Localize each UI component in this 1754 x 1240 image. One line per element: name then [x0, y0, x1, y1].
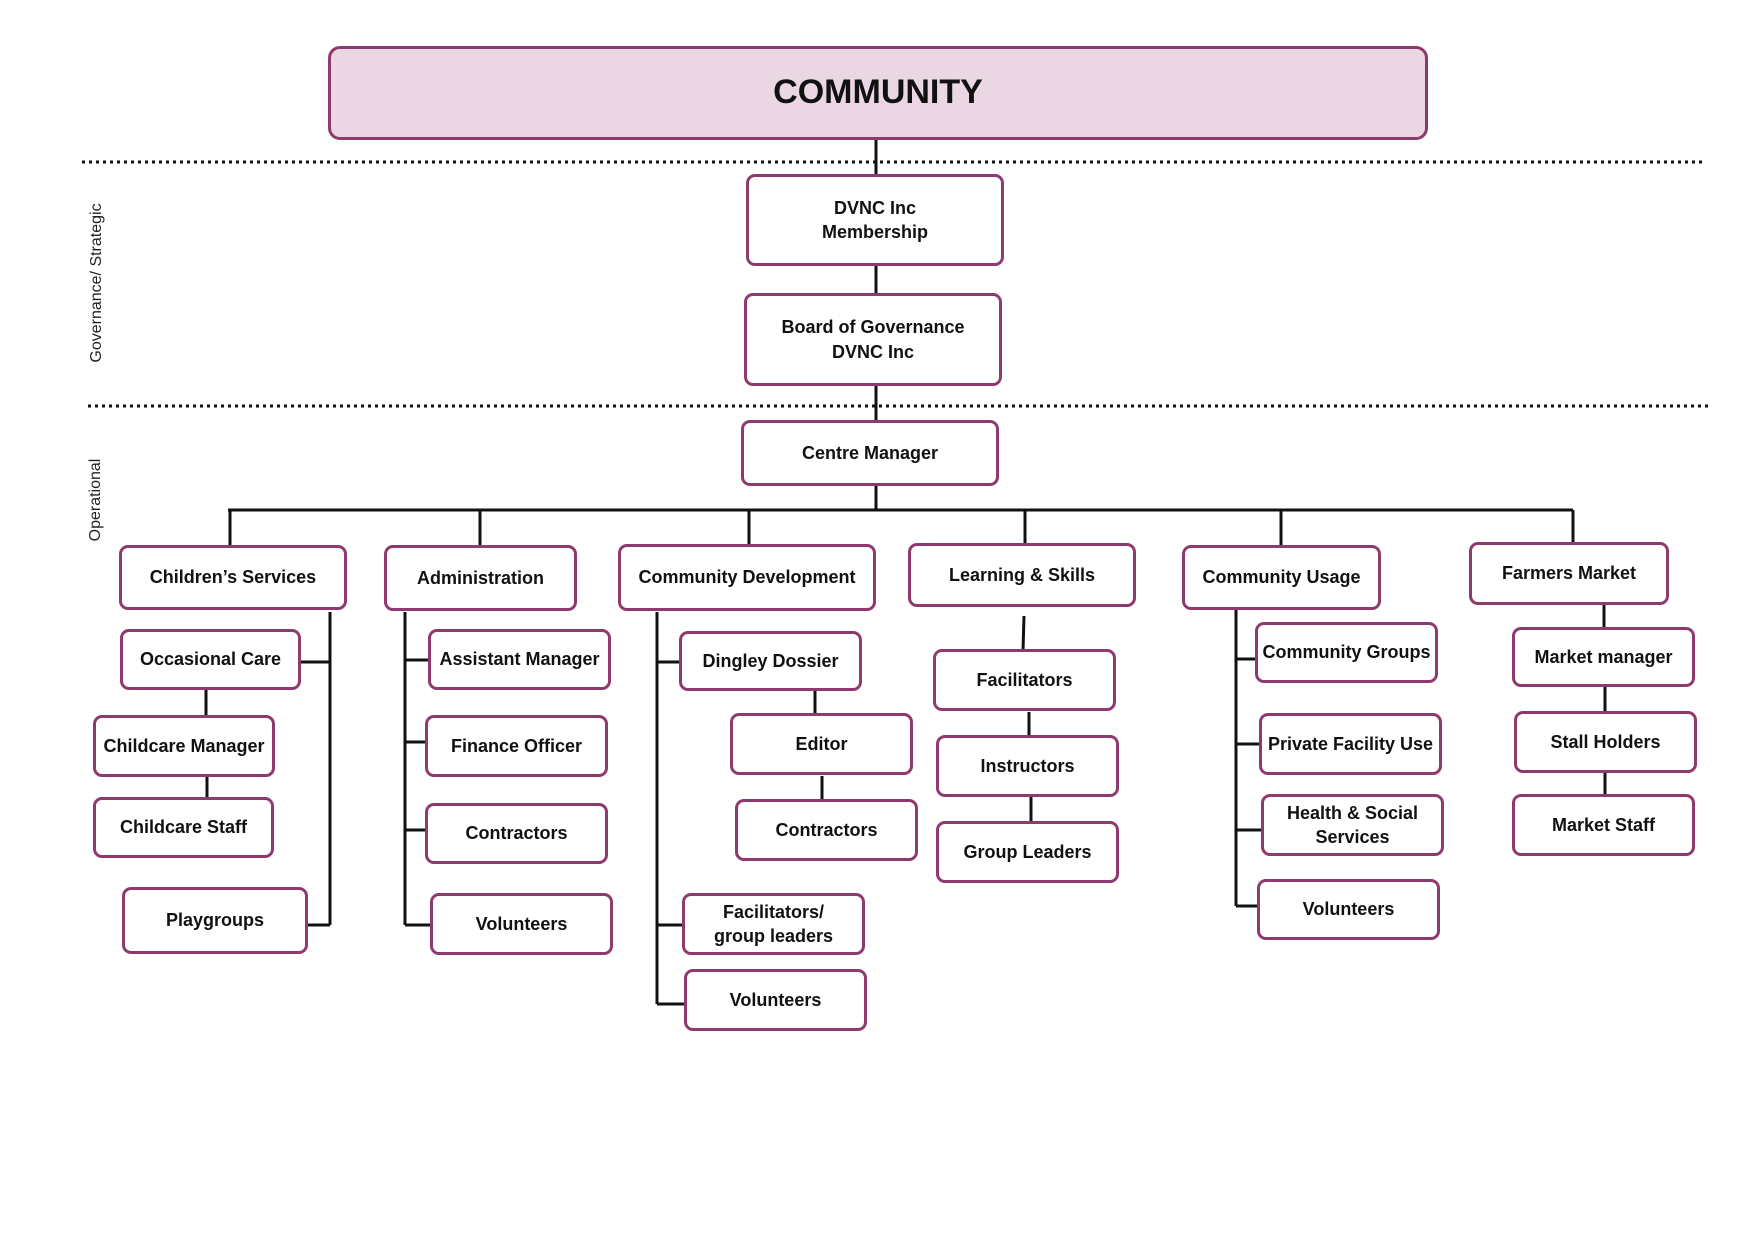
playgroups-box: Playgroups — [122, 887, 308, 954]
facilitators-group-leaders-label: Facilitators/ group leaders — [713, 901, 834, 946]
usage-volunteers-box: Volunteers — [1257, 879, 1440, 940]
centre-manager-label: Centre Manager — [801, 442, 939, 463]
dept-childrens-label: Children’s Services — [149, 567, 317, 588]
membership-box: DVNC Inc Membership — [746, 174, 1004, 266]
dept-childrens-services: Children’s Services — [119, 545, 347, 610]
childcare-staff-label: Childcare Staff — [119, 817, 248, 838]
side-label-governance: Governance/ Strategic — [88, 203, 105, 363]
community-groups-label: Community Groups — [1262, 642, 1431, 663]
childcare-staff-box: Childcare Staff — [93, 797, 274, 858]
private-facility-use-label: Private Facility Use — [1267, 733, 1434, 754]
stall-holders-box: Stall Holders — [1514, 711, 1697, 773]
commdev-volunteers-label: Volunteers — [729, 989, 822, 1010]
admin-volunteers-label: Volunteers — [475, 913, 568, 934]
instructors-box: Instructors — [936, 735, 1119, 797]
group-leaders-box: Group Leaders — [936, 821, 1119, 883]
board-label: Board of Governance DVNC Inc — [781, 317, 965, 362]
community-box: COMMUNITY — [328, 46, 1428, 140]
dingley-dossier-label: Dingley Dossier — [702, 650, 839, 671]
dept-learning-skills: Learning & Skills — [908, 543, 1136, 607]
occasional-care-label: Occasional Care — [139, 649, 282, 670]
finance-officer-label: Finance Officer — [450, 735, 583, 756]
stall-holders-label: Stall Holders — [1550, 731, 1661, 752]
membership-label: DVNC Inc Membership — [821, 197, 929, 242]
side-label-operational: Operational — [87, 458, 104, 542]
board-box: Board of Governance DVNC Inc — [744, 293, 1002, 386]
community-title: COMMUNITY — [773, 73, 983, 112]
usage-volunteers-label: Volunteers — [1302, 899, 1395, 920]
facilitators-group-leaders-box: Facilitators/ group leaders — [682, 893, 865, 955]
finance-officer-box: Finance Officer — [425, 715, 608, 777]
market-manager-label: Market manager — [1534, 646, 1673, 667]
instructors-label: Instructors — [980, 755, 1075, 776]
facilitators-label: Facilitators — [976, 669, 1073, 690]
assistant-manager-box: Assistant Manager — [428, 629, 611, 690]
community-groups-box: Community Groups — [1255, 622, 1438, 683]
commdev-volunteers-box: Volunteers — [684, 969, 867, 1031]
facilitators-box: Facilitators — [933, 649, 1116, 711]
editor-label: Editor — [795, 733, 848, 754]
dept-community-development: Community Development — [618, 544, 876, 611]
centre-manager-box: Centre Manager — [741, 420, 999, 486]
playgroups-label: Playgroups — [165, 910, 265, 931]
dept-community-usage: Community Usage — [1182, 545, 1381, 610]
dept-farmers-label: Farmers Market — [1501, 563, 1637, 584]
childcare-manager-label: Childcare Manager — [103, 735, 265, 756]
dept-farmers-market: Farmers Market — [1469, 542, 1669, 605]
dept-administration: Administration — [384, 545, 577, 611]
childcare-manager-box: Childcare Manager — [93, 715, 275, 777]
health-social-services-label: Health & Social Services — [1286, 802, 1419, 847]
private-facility-use-box: Private Facility Use — [1259, 713, 1442, 775]
dept-commdev-label: Community Development — [638, 567, 856, 588]
dingley-dossier-box: Dingley Dossier — [679, 631, 862, 691]
admin-volunteers-box: Volunteers — [430, 893, 613, 955]
market-manager-box: Market manager — [1512, 627, 1695, 687]
market-staff-box: Market Staff — [1512, 794, 1695, 856]
editor-box: Editor — [730, 713, 913, 775]
assistant-manager-label: Assistant Manager — [439, 649, 600, 670]
dept-usage-label: Community Usage — [1202, 567, 1361, 588]
occasional-care-box: Occasional Care — [120, 629, 301, 690]
group-leaders-label: Group Leaders — [963, 841, 1092, 862]
admin-contractors-box: Contractors — [425, 803, 608, 864]
commdev-contractors-box: Contractors — [735, 799, 918, 861]
commdev-contractors-label: Contractors — [775, 819, 878, 840]
admin-contractors-label: Contractors — [465, 823, 568, 844]
dept-learning-label: Learning & Skills — [948, 564, 1096, 585]
health-social-services-box: Health & Social Services — [1261, 794, 1444, 856]
dept-admin-label: Administration — [416, 567, 544, 588]
market-staff-label: Market Staff — [1551, 814, 1656, 835]
